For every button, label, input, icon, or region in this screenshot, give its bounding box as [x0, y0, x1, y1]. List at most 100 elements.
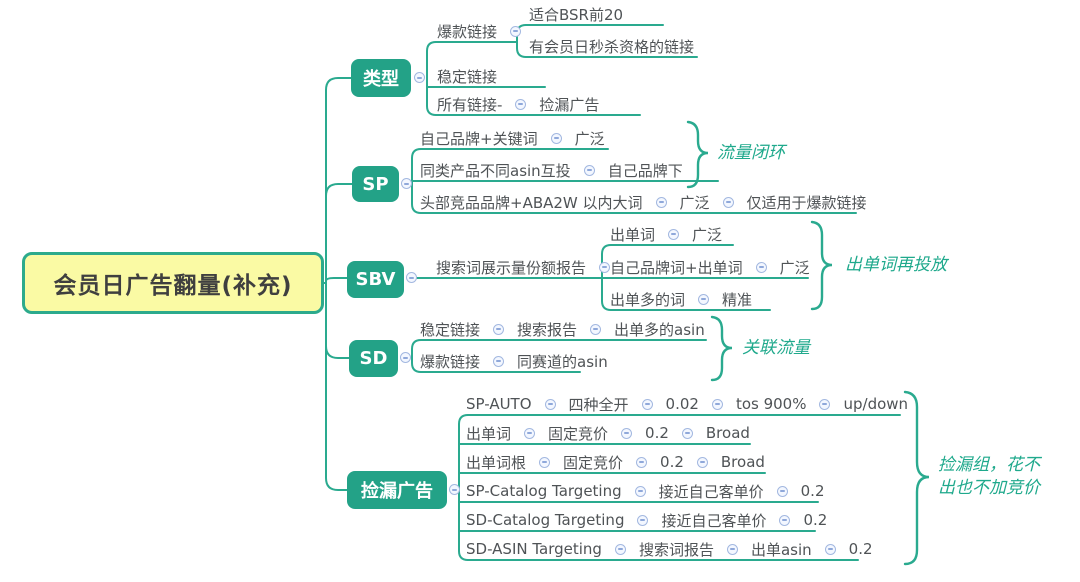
collapse-icon[interactable]	[824, 543, 836, 555]
topic-text[interactable]: 0.2	[800, 482, 825, 500]
topic-text[interactable]: 稳定链接	[437, 67, 498, 86]
topic-text[interactable]: 头部竞品品牌+ABA2W 以内大词	[420, 193, 643, 212]
summary-brace	[903, 390, 930, 566]
topic-text[interactable]: 出单多的asin	[614, 320, 705, 339]
topic-text[interactable]: 广泛	[574, 129, 605, 148]
topic-text[interactable]: 出单多的词	[610, 290, 686, 309]
collapse-icon[interactable]	[655, 196, 667, 208]
topic-text[interactable]: 爆款链接	[420, 352, 481, 371]
branch-topic-sp[interactable]: SP	[352, 166, 399, 202]
topic-text[interactable]: 0.2	[645, 424, 669, 442]
collapse-icon[interactable]	[637, 514, 649, 526]
topic-text[interactable]: 搜索报告	[517, 320, 578, 339]
topic-text[interactable]: 广泛	[779, 258, 810, 277]
topic-text[interactable]: up/down	[843, 395, 909, 413]
topic-text[interactable]: 0.2	[803, 511, 828, 529]
topic-text[interactable]: SP-Catalog Targeting	[466, 482, 622, 500]
collapse-icon[interactable]	[510, 25, 522, 37]
topic-text[interactable]: 搜索词展示量份额报告	[436, 258, 587, 277]
topic-row: SD-Catalog Targeting 接近自己客单价 0.2	[466, 510, 827, 530]
branch-topic-bargain-ads[interactable]: 捡漏广告	[347, 471, 447, 509]
summary-label-bargain[interactable]: 捡漏组，花不 出也不加竞价	[938, 455, 1040, 498]
collapse-icon[interactable]	[696, 456, 708, 468]
collapse-icon[interactable]	[711, 398, 723, 410]
collapse-icon[interactable]	[779, 514, 791, 526]
topic-text[interactable]: 广泛	[692, 225, 723, 244]
branch-topic-type[interactable]: 类型	[351, 59, 411, 97]
connector-branch-bargain	[325, 282, 348, 491]
topic-text[interactable]: Broad	[705, 424, 750, 442]
topic-text[interactable]: 广泛	[679, 193, 710, 212]
topic-text[interactable]: 有会员日秒杀资格的链接	[529, 37, 695, 56]
topic-text[interactable]: 同赛道的asin	[517, 352, 608, 371]
collapse-icon[interactable]	[634, 485, 646, 497]
topic-text[interactable]: 固定竞价	[548, 424, 609, 443]
topic-text[interactable]: tos 900%	[735, 395, 807, 413]
collapse-icon[interactable]	[515, 98, 527, 110]
collapse-icon[interactable]	[698, 293, 710, 305]
topic-text[interactable]: Broad	[720, 453, 765, 471]
collapse-icon[interactable]	[621, 427, 633, 439]
root-topic[interactable]: 会员日广告翻量(补充)	[22, 252, 324, 314]
collapse-icon[interactable]	[493, 323, 505, 335]
collapse-icon[interactable]	[599, 261, 611, 273]
topic-text[interactable]: 出单词根	[466, 453, 527, 472]
collapse-icon[interactable]	[590, 323, 602, 335]
topic-text[interactable]: 出单词	[466, 424, 512, 443]
topic-text[interactable]: 稳定链接	[420, 320, 481, 339]
collapse-icon[interactable]	[583, 164, 595, 176]
topic-text[interactable]: SD-Catalog Targeting	[466, 511, 625, 529]
topic-text[interactable]: 四种全开	[568, 395, 629, 414]
collapse-icon[interactable]	[550, 132, 562, 144]
topic-text[interactable]: 同类产品不同asin互投	[420, 161, 571, 180]
collapse-icon[interactable]	[493, 355, 505, 367]
collapse-icon[interactable]	[544, 398, 556, 410]
topic-text[interactable]: 适合BSR前20	[529, 5, 624, 24]
topic-text[interactable]: SP-AUTO	[466, 395, 532, 413]
topic-text[interactable]: 0.2	[660, 453, 684, 471]
topic-text[interactable]: 自己品牌+关键词	[420, 129, 538, 148]
collapse-icon[interactable]	[668, 228, 680, 240]
topic-text[interactable]: 出单asin	[750, 540, 812, 559]
summary-label-sd[interactable]: 关联流量	[742, 338, 810, 358]
summary-label-sbv[interactable]: 出单词再投放	[845, 255, 947, 275]
collapse-icon[interactable]	[614, 543, 626, 555]
collapse-icon[interactable]	[406, 272, 417, 283]
collapse-icon[interactable]	[449, 484, 460, 495]
topic-row: 适合BSR前20	[529, 4, 623, 24]
collapse-icon[interactable]	[524, 427, 536, 439]
topic-row: 自己品牌+关键词 广泛	[420, 128, 605, 148]
branch-topic-sbv[interactable]: SBV	[347, 261, 404, 298]
topic-text[interactable]: 0.02	[665, 395, 699, 413]
collapse-icon[interactable]	[755, 261, 767, 273]
topic-text[interactable]: 所有链接-	[437, 95, 503, 114]
topic-text[interactable]: 精准	[722, 290, 753, 309]
collapse-icon[interactable]	[726, 543, 738, 555]
collapse-icon[interactable]	[776, 485, 788, 497]
sp-branch-lines	[411, 120, 857, 214]
topic-text[interactable]: SD-ASIN Targeting	[466, 540, 602, 558]
summary-label-sp[interactable]: 流量闭环	[717, 143, 785, 163]
topic-text[interactable]: 仅适用于爆款链接	[746, 193, 867, 212]
topic-text[interactable]: 自己品牌词+出单词	[610, 258, 743, 277]
topic-text[interactable]: 出单词	[610, 225, 656, 244]
branch-topic-sd[interactable]: SD	[349, 340, 398, 377]
topic-text[interactable]: 接近自己客单价	[661, 511, 767, 530]
collapse-icon[interactable]	[400, 352, 411, 363]
collapse-icon[interactable]	[401, 178, 412, 189]
collapse-icon[interactable]	[414, 72, 425, 83]
topic-text[interactable]: 爆款链接	[437, 22, 498, 41]
collapse-icon[interactable]	[722, 196, 734, 208]
collapse-icon[interactable]	[539, 456, 551, 468]
collapse-icon[interactable]	[636, 456, 648, 468]
topic-row: 自己品牌词+出单词 广泛	[610, 257, 810, 277]
topic-text[interactable]: 搜索词报告	[638, 540, 714, 559]
topic-text[interactable]: 固定竞价	[563, 453, 624, 472]
collapse-icon[interactable]	[819, 398, 831, 410]
topic-text[interactable]: 捡漏广告	[539, 95, 600, 114]
topic-text[interactable]: 0.2	[848, 540, 873, 558]
collapse-icon[interactable]	[681, 427, 693, 439]
collapse-icon[interactable]	[641, 398, 653, 410]
topic-text[interactable]: 自己品牌下	[607, 161, 683, 180]
topic-text[interactable]: 接近自己客单价	[658, 482, 764, 501]
